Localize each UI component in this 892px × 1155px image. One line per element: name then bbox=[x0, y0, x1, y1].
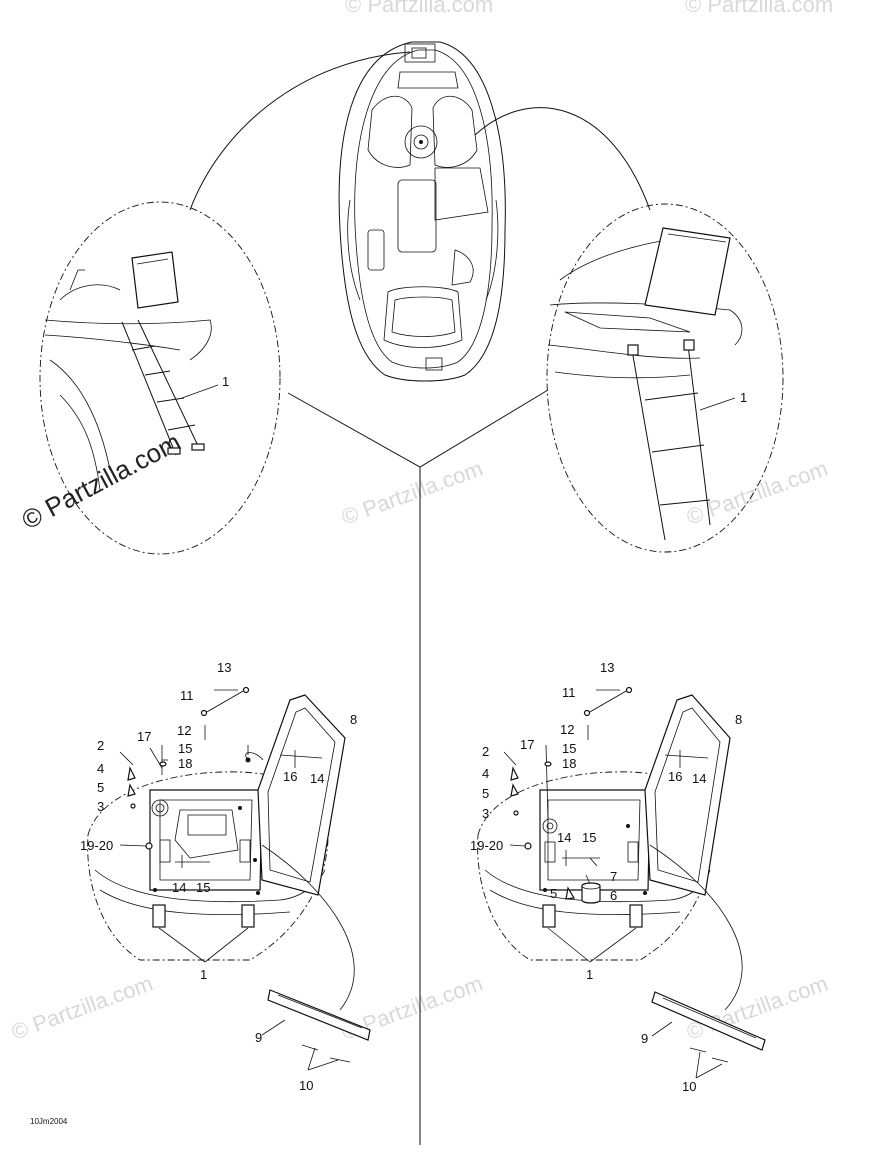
watermark-text: © Partzilla.com bbox=[685, 0, 833, 17]
callout-16: 16 bbox=[283, 769, 297, 784]
callout-2: 2 bbox=[97, 738, 104, 753]
leader-line bbox=[189, 51, 411, 211]
watermark-text: © Partzilla.com bbox=[8, 971, 156, 1045]
leader-line bbox=[474, 107, 651, 211]
right-exploded-view: 13 11 12 8 17 15 18 2 4 5 3 19-20 16 14 … bbox=[470, 660, 766, 1094]
callout-1: 1 bbox=[740, 390, 747, 405]
callout-17: 17 bbox=[137, 729, 151, 744]
callout-1: 1 bbox=[200, 967, 207, 982]
callout-18: 18 bbox=[178, 756, 192, 771]
watermark-text: © Partzilla.com bbox=[338, 456, 486, 530]
callout-10: 10 bbox=[299, 1078, 313, 1093]
watermark-text: © Partzilla.com bbox=[683, 971, 831, 1045]
callout-9: 9 bbox=[641, 1031, 648, 1046]
callout-14: 14 bbox=[172, 880, 186, 895]
callout-12: 12 bbox=[177, 723, 191, 738]
callout-13: 13 bbox=[600, 660, 614, 675]
callout-1: 1 bbox=[222, 374, 229, 389]
callout-14: 14 bbox=[310, 771, 324, 786]
callout-3: 3 bbox=[482, 806, 489, 821]
callout-18: 18 bbox=[562, 756, 576, 771]
callout-3: 3 bbox=[97, 799, 104, 814]
callout-11: 11 bbox=[180, 688, 194, 703]
callout-14: 14 bbox=[557, 830, 571, 845]
callout-5: 5 bbox=[97, 780, 104, 795]
watermark-text: © Partzilla.com bbox=[683, 456, 831, 530]
partzilla-watermark: © Partzilla.com bbox=[17, 427, 186, 536]
drawing-code: 10Jm2004 bbox=[30, 1117, 68, 1126]
callout-2: 2 bbox=[482, 744, 489, 759]
callout-14: 14 bbox=[692, 771, 706, 786]
callout-9: 9 bbox=[255, 1030, 262, 1045]
callout-6: 6 bbox=[610, 888, 617, 903]
callout-5: 5 bbox=[482, 786, 489, 801]
left-ladder-detail: 1 bbox=[39, 201, 281, 555]
callout-5: 5 bbox=[550, 886, 557, 901]
divider-v bbox=[287, 389, 549, 468]
callout-17: 17 bbox=[520, 737, 534, 752]
callout-15: 15 bbox=[178, 741, 192, 756]
callout-15: 15 bbox=[196, 880, 210, 895]
callout-19-20: 19-20 bbox=[470, 838, 503, 853]
callout-13: 13 bbox=[217, 660, 231, 675]
callout-10: 10 bbox=[682, 1079, 696, 1094]
watermark-text: © Partzilla.com bbox=[345, 0, 493, 17]
callout-15: 15 bbox=[562, 741, 576, 756]
callout-16: 16 bbox=[668, 769, 682, 784]
callout-8: 8 bbox=[350, 712, 357, 727]
callout-19-20: 19-20 bbox=[80, 838, 113, 853]
callout-1: 1 bbox=[586, 967, 593, 982]
callout-7: 7 bbox=[610, 869, 617, 884]
callout-4: 4 bbox=[97, 761, 104, 776]
left-exploded-view: 13 11 12 8 17 15 18 2 4 5 3 19-20 16 14 … bbox=[80, 660, 371, 1093]
callout-11: 11 bbox=[562, 685, 576, 700]
callout-12: 12 bbox=[560, 722, 574, 737]
callout-4: 4 bbox=[482, 766, 489, 781]
boat-top-view bbox=[338, 41, 506, 382]
callout-15: 15 bbox=[582, 830, 596, 845]
right-ladder-detail: 1 bbox=[546, 203, 784, 553]
callout-8: 8 bbox=[735, 712, 742, 727]
